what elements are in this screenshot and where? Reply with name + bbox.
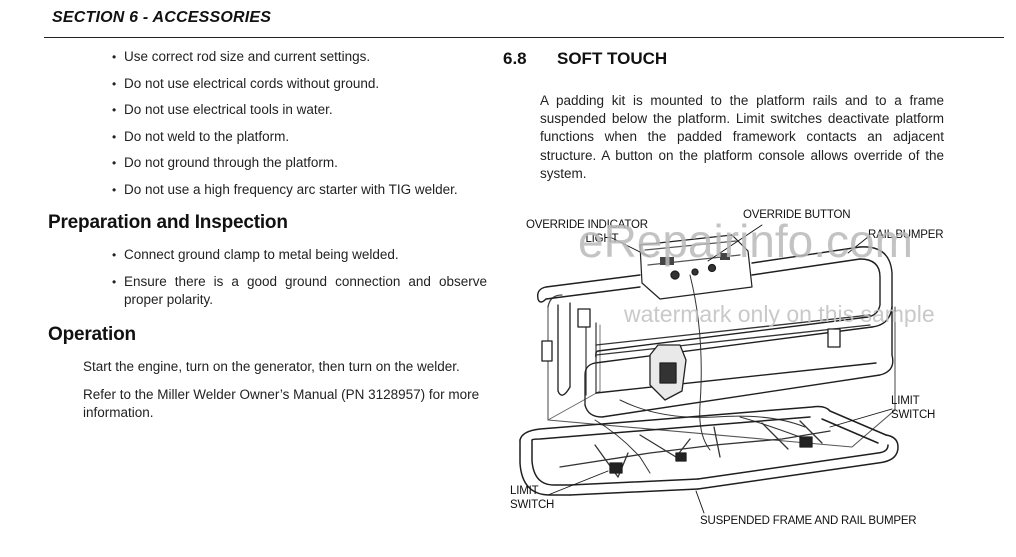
limit-switch-right-callout: LIMIT SWITCH [891,394,935,422]
preparation-list: Connect ground clamp to metal being weld… [112,246,487,318]
override-button-callout: OVERRIDE BUTTON [743,209,851,221]
platform-illustration [519,224,899,514]
callout-label: LIMIT [510,485,539,497]
list-item: Do not ground through the platform. [112,154,458,172]
operation-paragraph: Refer to the Miller Welder Owner’s Manua… [83,387,480,420]
watermark-text: eRepairinfo.com [578,215,913,267]
operation-paragraph: Start the engine, turn on the generator,… [83,359,460,374]
list-item: Connect ground clamp to metal being weld… [112,246,487,264]
callout-label: OVERRIDE INDICATOR [526,219,648,231]
list-item: Do not weld to the platform. [112,128,458,146]
list-item: Do not use electrical tools in water. [112,101,458,119]
override-indicator-callout: OVERRIDE INDICATOR LIGHT [526,218,648,246]
callout-label: LIMIT [891,395,920,407]
callout-label: SWITCH [510,499,555,511]
suspended-frame-callout: SUSPENDED FRAME AND RAIL BUMPER [700,515,917,527]
soft-touch-paragraph: A padding kit is mounted to the platform… [540,93,944,181]
list-item: Do not use electrical cords without grou… [112,75,458,93]
callout-label: LIGHT [585,233,619,245]
header-divider [44,37,1004,38]
operation-heading: Operation [48,324,136,345]
section-title: SECTION 6 - ACCESSORIES [52,9,272,26]
preparation-heading: Preparation and Inspection [48,212,288,233]
limit-switch-left-callout: LIMIT SWITCH [510,484,554,512]
section-heading: SOFT TOUCH [557,49,668,68]
list-item: Ensure there is a good ground connection… [112,273,487,309]
rail-bumper-callout: RAIL BUMPER [868,229,944,241]
soft-touch-diagram: OVERRIDE INDICATOR LIGHT OVERRIDE BUTTON… [500,195,1016,557]
watermark-subtext: watermark only on this sample [624,301,935,327]
section-number: 6.8 [503,49,527,68]
list-item: Do not use a high frequency arc starter … [112,181,458,199]
welding-rules-list: Use correct rod size and current setting… [112,48,458,207]
callout-label: SWITCH [891,409,936,421]
list-item: Use correct rod size and current setting… [112,48,458,66]
